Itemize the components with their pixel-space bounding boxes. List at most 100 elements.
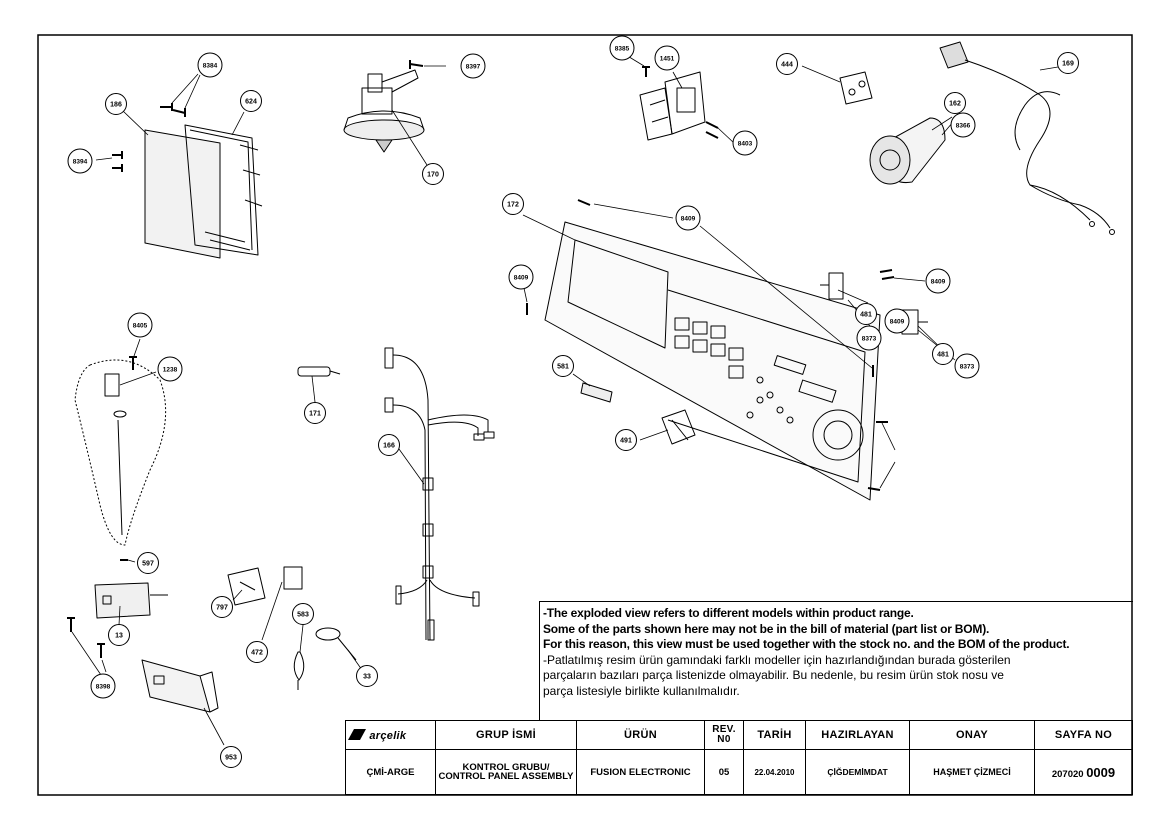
callout-circle xyxy=(508,264,534,290)
callout-label: 170 xyxy=(427,171,439,178)
callout-label: 8385 xyxy=(615,45,630,52)
callout-444: 444 xyxy=(776,53,798,75)
callout-583: 583 xyxy=(292,603,314,625)
callout-8397: 8397 xyxy=(460,53,486,79)
callout-171: 171 xyxy=(304,402,326,424)
page-number-value: 0009 xyxy=(1086,764,1116,780)
callout-label: 171 xyxy=(309,410,321,417)
callout-label: 8397 xyxy=(466,63,481,70)
callout-581: 581 xyxy=(552,355,574,377)
part-797-bracket xyxy=(227,567,266,606)
part-8403-screws xyxy=(705,121,719,139)
header-group: GRUP İSMİ xyxy=(435,720,577,750)
callout-label: 166 xyxy=(383,442,395,449)
callout-label: 8405 xyxy=(133,322,148,329)
callout-label: 8409 xyxy=(514,274,529,281)
approved-by: HAŞMET ÇİZMECİ xyxy=(909,749,1035,795)
callout-170: 170 xyxy=(422,163,444,185)
part-481-switch xyxy=(820,272,844,300)
callout-circle xyxy=(675,205,701,231)
callout-circle xyxy=(292,603,314,625)
callout-8405: 8405 xyxy=(127,312,153,338)
callout-circle xyxy=(552,355,574,377)
callout-8409: 8409 xyxy=(884,308,910,334)
callout-label: 172 xyxy=(507,201,519,208)
callout-circle xyxy=(732,130,758,156)
callout-label: 1238 xyxy=(163,366,178,373)
callout-797: 797 xyxy=(211,596,233,618)
callout-label: 472 xyxy=(251,649,263,656)
part-8385-screw xyxy=(642,66,650,77)
callout-label: 481 xyxy=(937,351,949,358)
part-1238-dashed-outline xyxy=(74,359,167,546)
callout-circle xyxy=(356,665,378,687)
callout-circle xyxy=(422,163,444,185)
product-name: FUSION ELECTRONIC xyxy=(576,749,705,795)
callout-8398: 8398 xyxy=(90,673,116,699)
callout-circle xyxy=(246,641,268,663)
callout-label: 169 xyxy=(1062,60,1074,67)
header-date: TARİH xyxy=(743,720,806,750)
page-prefix: 207020 xyxy=(1051,768,1084,780)
callout-8403: 8403 xyxy=(732,130,758,156)
callout-8409: 8409 xyxy=(508,264,534,290)
callout-circle xyxy=(137,552,159,574)
note-en-line-1: -The exploded view refers to different m… xyxy=(543,606,914,620)
callout-13: 13 xyxy=(108,624,130,646)
callout-166: 166 xyxy=(378,434,400,456)
callout-label: 8373 xyxy=(960,363,975,370)
part-491-holder xyxy=(661,409,696,445)
callout-circle xyxy=(856,325,882,351)
callout-circle xyxy=(157,356,183,382)
callout-circle xyxy=(950,112,976,138)
part-13-door-lock xyxy=(94,582,168,619)
part-8397-screw xyxy=(409,60,424,69)
callout-circle xyxy=(197,52,223,78)
callout-8373: 8373 xyxy=(954,353,980,379)
callout-circle xyxy=(378,434,400,456)
callout-162: 162 xyxy=(944,92,966,114)
callout-label: 797 xyxy=(216,604,228,611)
part-444-clip xyxy=(839,71,873,105)
callout-597: 597 xyxy=(137,552,159,574)
callout-label: 8403 xyxy=(738,140,753,147)
callout-label: 8409 xyxy=(890,318,905,325)
page-number: 207020 0009 xyxy=(1034,749,1133,795)
part-162-mains-filter xyxy=(869,117,946,185)
callout-label: 444 xyxy=(781,61,793,68)
header-rev-line2: N0 xyxy=(717,734,731,745)
header-page: SAYFA NO xyxy=(1034,720,1133,750)
header-prepared: HAZIRLAYAN xyxy=(805,720,910,750)
callout-481: 481 xyxy=(855,303,877,325)
part-583-clip xyxy=(293,651,305,690)
rev-number: 05 xyxy=(704,749,744,795)
callout-8409: 8409 xyxy=(675,205,701,231)
note-en-line-3: For this reason, this view must be used … xyxy=(543,637,1070,652)
callout-label: 162 xyxy=(949,100,961,107)
callout-circle xyxy=(884,308,910,334)
callout-label: 8384 xyxy=(203,62,218,69)
callout-label: 186 xyxy=(110,101,122,108)
callout-circle xyxy=(90,673,116,699)
header-product: ÜRÜN xyxy=(576,720,705,750)
note-tr-line-1: -Patlatılmış resim ürün gamındaki farklı… xyxy=(543,652,1011,667)
part-8398-screws xyxy=(67,617,105,658)
date-value: 22.04.2010 xyxy=(743,749,806,795)
callout-circle xyxy=(609,35,635,61)
callout-label: 581 xyxy=(557,363,569,370)
part-186-cover-sheet xyxy=(144,129,221,259)
callout-label: 8366 xyxy=(956,122,971,129)
part-171-lamp xyxy=(297,366,341,377)
callout-label: 33 xyxy=(363,673,371,680)
part-170-pressure-switch xyxy=(343,69,425,153)
callout-circle xyxy=(944,92,966,114)
header-approval: ONAY xyxy=(909,720,1035,750)
callout-1451: 1451 xyxy=(654,45,680,71)
callout-circle xyxy=(925,268,951,294)
part-953-box xyxy=(141,659,219,713)
callout-circle xyxy=(855,303,877,325)
brand-name: arçelik xyxy=(369,729,407,742)
part-172-control-panel-frame xyxy=(544,221,881,501)
callout-circle xyxy=(1057,52,1079,74)
